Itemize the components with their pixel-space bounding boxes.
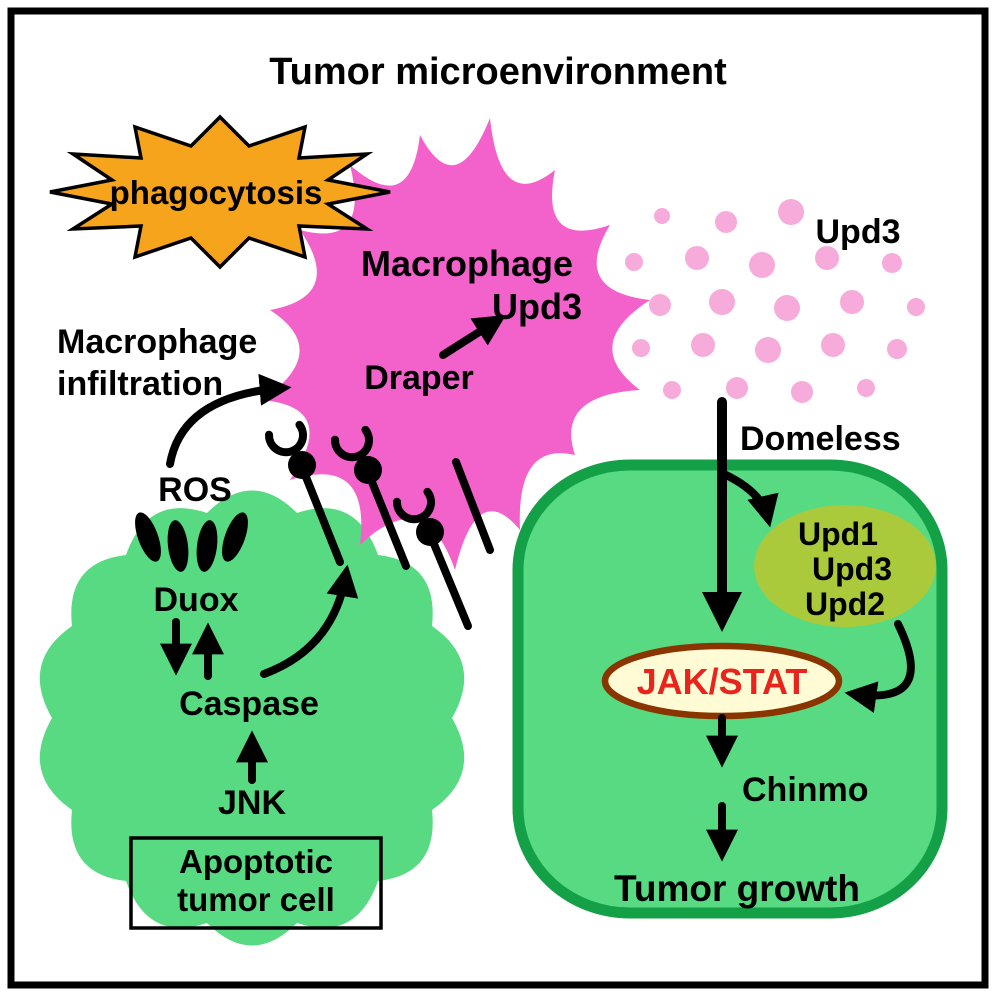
apoptotic-box-label-line2: tumor cell (177, 881, 335, 918)
duox-label: Duox (154, 581, 239, 619)
ros-label: ROS (158, 471, 232, 509)
receptor-stem (302, 473, 344, 566)
ros-particles (135, 512, 248, 572)
tumor-growth-label: Tumor growth (614, 868, 860, 909)
receptor-stem (430, 540, 472, 630)
infiltration-label-line2: infiltration (57, 365, 223, 403)
figure-title: Tumor microenvironment (269, 51, 727, 93)
ros-particle (222, 512, 248, 562)
figure-labels: Tumor microenvironment phagocytosis Macr… (57, 51, 901, 918)
apoptotic-tumor-cell-shape (39, 490, 465, 946)
phagocytosis-label: phagocytosis (110, 174, 323, 211)
caspase-label: Caspase (179, 685, 319, 723)
draper-receptors (265, 420, 494, 630)
receptor-ball (416, 518, 444, 546)
upd3-label: Upd3 (812, 551, 892, 587)
jnk-label: JNK (218, 784, 286, 822)
receptor-ball (288, 451, 316, 479)
jak-stat-label: JAK/STAT (637, 661, 808, 702)
draper-label: Draper (364, 359, 474, 397)
receptor-cup (265, 420, 307, 457)
receptor-stem (368, 478, 410, 570)
receptor-ball (354, 456, 382, 484)
upd1-label: Upd1 (798, 516, 878, 552)
phagocytosis-burst-shape (49, 114, 391, 270)
chinmo-label: Chinmo (742, 771, 869, 809)
apoptotic-tumor-cell-box (129, 836, 383, 930)
ros-particle (167, 520, 189, 572)
ros-particle (135, 512, 161, 562)
draper-upd3-arrow (439, 314, 507, 359)
caspase-receptor-arrow (260, 564, 359, 678)
figure-border (7, 7, 989, 989)
pathway-arrows (160, 314, 915, 862)
receptor-stem (452, 458, 494, 554)
domeless-upd-arrow (720, 470, 779, 528)
secreted-upd3-dots (625, 199, 925, 403)
domeless-label: Domeless (740, 420, 901, 458)
receptor-cup (393, 487, 435, 524)
ros-particle (196, 520, 218, 572)
secreted-upd3-label: Upd3 (816, 213, 901, 251)
apoptotic-box-label-line1: Apoptotic (179, 843, 333, 880)
upd2-label: Upd2 (805, 586, 885, 622)
macrophage-label: Macrophage (361, 243, 573, 284)
upd-jakstat-arrow (844, 620, 915, 713)
infiltration-label-line1: Macrophage (57, 323, 257, 361)
receptor-cup (331, 425, 373, 462)
upd-ligands-oval (754, 505, 936, 627)
macrophage-upd3-label: Upd3 (492, 286, 582, 327)
macrophage-infiltration-arrow (166, 373, 292, 468)
